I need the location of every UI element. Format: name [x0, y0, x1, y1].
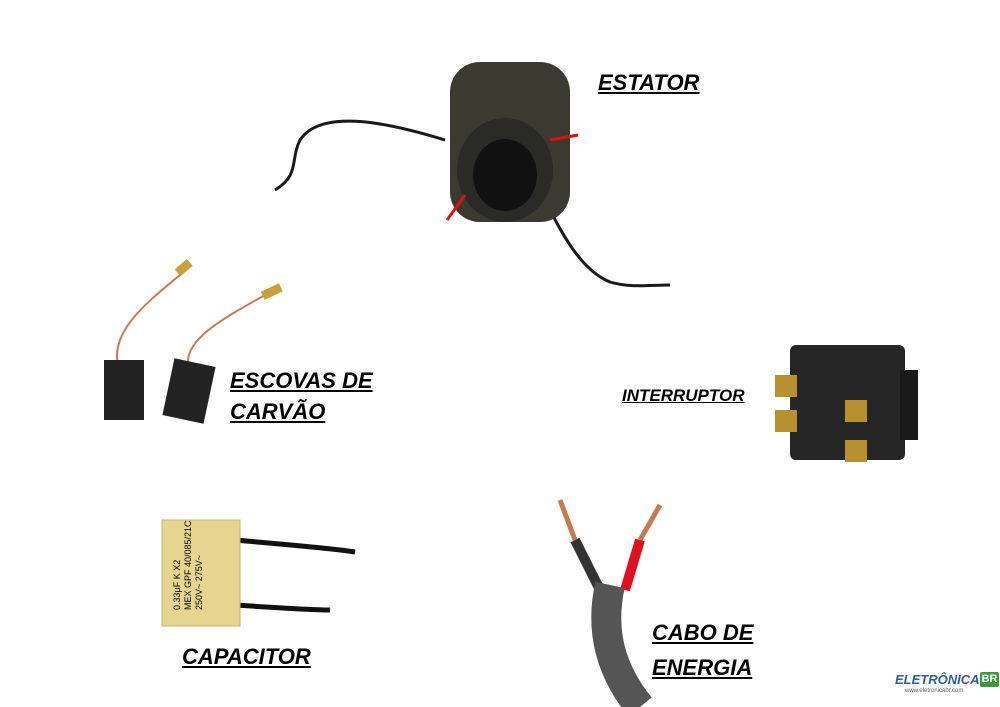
power-cable-image: [557, 499, 663, 707]
stator-image: [274, 62, 671, 288]
capacitor-marking-line: 250V~ 275V~: [193, 554, 204, 610]
label-brushes-line1: ESCOVAS DE: [230, 368, 373, 393]
label-capacitor: CAPACITOR: [182, 644, 311, 669]
label-stator: ESTATOR: [598, 70, 700, 95]
logo-name: ELETRÔNICA: [895, 672, 980, 687]
switch-image: [775, 345, 918, 462]
label-cable-line2: ENERGIA: [652, 655, 753, 680]
capacitor-image: [161, 519, 356, 627]
label-brushes-line2: CARVÃO: [230, 399, 326, 424]
capacitor-marking: 0.33µF K X2 MEX GPF 40/085/21C 250V~ 275…: [172, 520, 204, 610]
logo-badge: BR: [979, 672, 1000, 687]
logo-url: www.eletronicabr.com: [905, 688, 964, 694]
capacitor-marking-line: MEX GPF 40/085/21C: [182, 520, 193, 610]
label-switch: INTERRUPTOR: [622, 386, 745, 405]
label-cable-line1: CABO DE: [652, 620, 754, 645]
capacitor-marking-line: 0.33µF K X2: [172, 559, 182, 610]
carbon-brushes-image: [104, 259, 283, 424]
